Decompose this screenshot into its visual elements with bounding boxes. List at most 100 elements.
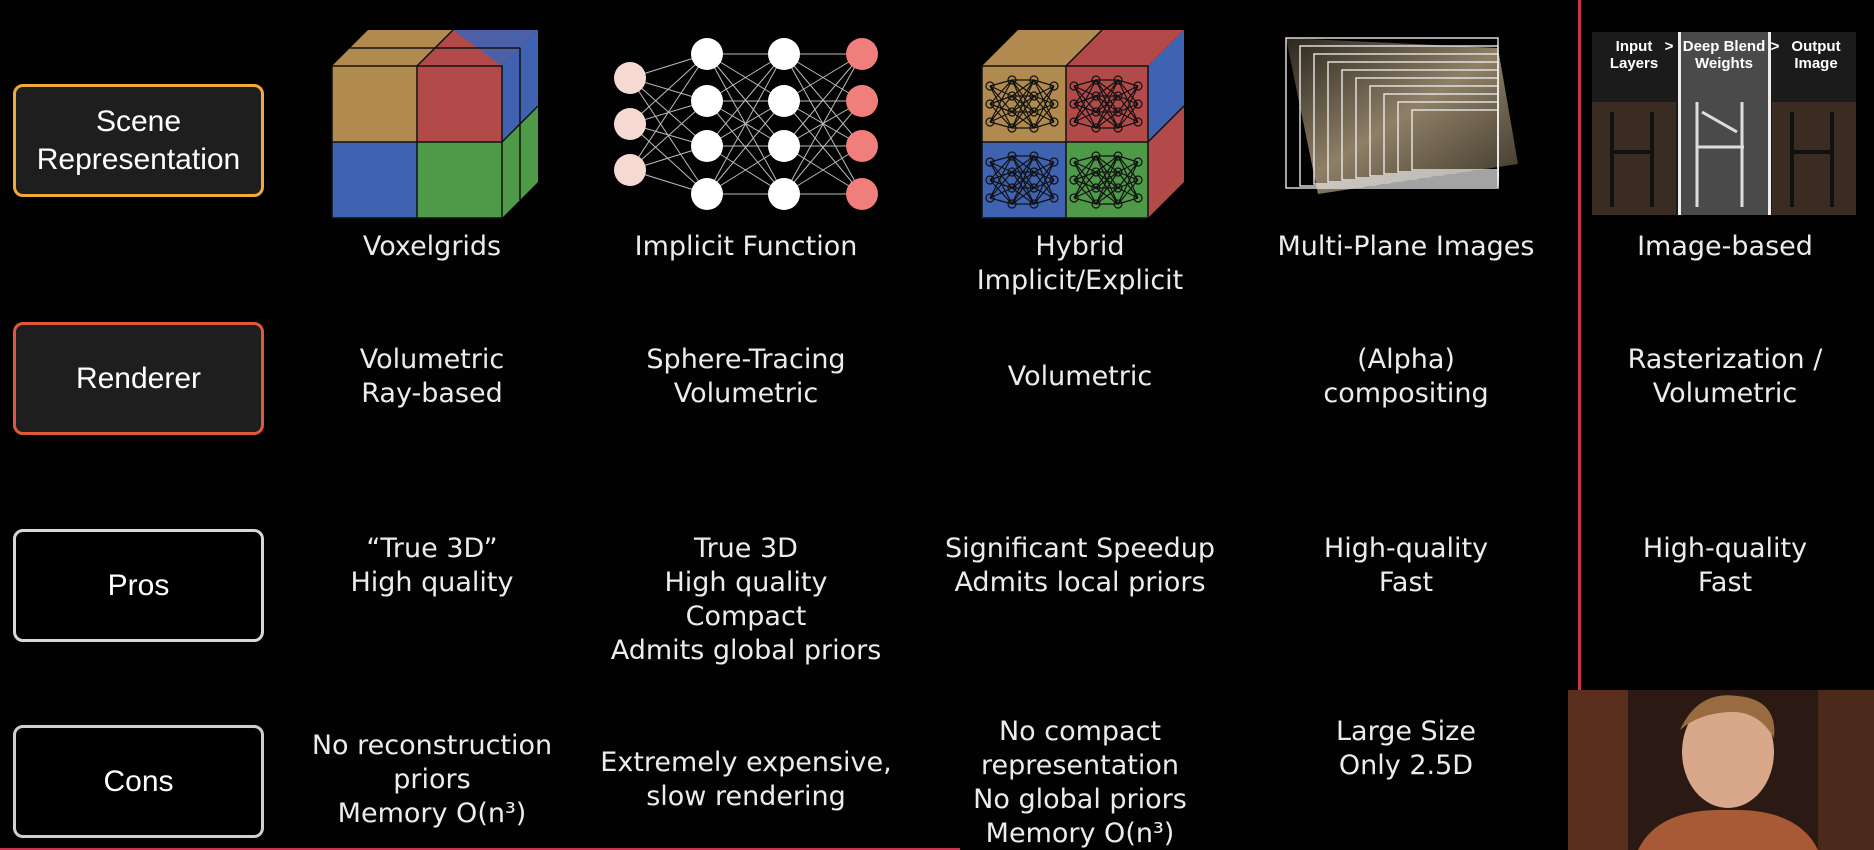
nn-node — [768, 130, 800, 162]
mini-net-edge — [1033, 161, 1055, 205]
mini-net-edge — [1073, 85, 1097, 129]
row-label-scene-representation: Scene Representation — [13, 84, 264, 197]
row-label-pros-text: Pros — [107, 568, 170, 602]
name-image-based: Image-based — [1565, 230, 1874, 264]
nn-node — [768, 38, 800, 70]
mini-net-edge — [1073, 103, 1097, 129]
hybrid-cube-icon — [981, 29, 1185, 219]
mini-net-node — [1113, 91, 1123, 101]
mini-net-edge — [1095, 171, 1119, 205]
mini-net-node — [985, 117, 995, 127]
mini-net-edge — [1033, 103, 1055, 129]
mini-net-node — [1069, 175, 1079, 185]
mini-net-node — [1007, 91, 1017, 101]
arrow-label: > — [1770, 38, 1780, 55]
mini-net-node — [1007, 151, 1017, 161]
mini-net-node — [1091, 123, 1101, 133]
cell-line: Sphere-Tracing — [646, 344, 846, 375]
cell-line: Significant Speedup — [945, 533, 1215, 564]
mini-net-edge — [989, 179, 1013, 205]
mini-net-node — [1069, 193, 1079, 203]
mini-net-node — [1007, 167, 1017, 177]
cell-line: Admits local priors — [954, 567, 1206, 598]
mini-net-node — [1091, 91, 1101, 101]
cell-line: Volumetric — [359, 344, 505, 375]
mini-net-node — [1133, 81, 1143, 91]
mini-net-edge — [1117, 103, 1139, 129]
mini-net-edge — [989, 161, 1013, 205]
mini-net-node — [1029, 199, 1039, 209]
mini-net-edge — [1011, 155, 1035, 189]
mini-net-node — [1049, 193, 1059, 203]
mini-net-node — [1029, 167, 1039, 177]
mini-net-node — [1091, 199, 1101, 209]
cell-line: compositing — [1323, 378, 1489, 409]
mini-net-edge — [989, 95, 1013, 123]
mini-net-edge — [1117, 85, 1139, 129]
nn-edge — [629, 123, 708, 195]
pros-voxelgrids: “True 3D”High quality — [272, 532, 592, 600]
mini-net-node — [1049, 81, 1059, 91]
mini-net-edge — [1033, 171, 1055, 199]
cell-line: Volumetric — [673, 378, 819, 409]
row-label-renderer: Renderer — [13, 322, 264, 435]
nn-node — [691, 38, 723, 70]
mini-net-edge — [1011, 95, 1035, 129]
mini-net-edge — [1073, 161, 1097, 205]
renderer-image-based: Rasterization /Volumetric — [1565, 343, 1874, 411]
nn-edge — [629, 53, 708, 171]
presenter-graphic — [1568, 690, 1874, 850]
mini-net-node — [1049, 117, 1059, 127]
nn-node — [768, 178, 800, 210]
output-image-label: Output Image — [1791, 38, 1841, 72]
row-label-pros: Pros — [13, 529, 264, 642]
image-based-photo-icon: Input Layers > Deep Blend Weights > Outp… — [1592, 32, 1856, 215]
mini-net-edge — [989, 103, 1013, 129]
cell-line: representation — [980, 750, 1180, 781]
deep-blend-weights-label: Deep Blend Weights — [1682, 38, 1766, 72]
image-plane — [1411, 109, 1499, 171]
mini-net-node — [985, 81, 995, 91]
mini-net-node — [1049, 99, 1059, 109]
mini-net-edge — [1073, 95, 1097, 123]
mini-net-edge — [1073, 161, 1097, 189]
mini-net-node — [1133, 175, 1143, 185]
nn-node — [614, 108, 646, 140]
mini-net-edge — [989, 79, 1013, 123]
mini-net-edge — [1117, 155, 1139, 199]
voxelgrid-cube-icon — [331, 29, 539, 219]
mini-net-edge — [1033, 79, 1055, 123]
mini-net-edge — [1073, 155, 1097, 181]
nn-edge — [706, 53, 785, 195]
mini-net-edge — [1073, 85, 1097, 113]
nn-node — [846, 85, 878, 117]
mini-net-edge — [1011, 155, 1035, 205]
nn-node — [846, 130, 878, 162]
mini-net-edge — [1073, 79, 1097, 123]
mini-net-edge — [989, 85, 1013, 129]
mini-net-node — [1113, 183, 1123, 193]
mini-net-edge — [1095, 79, 1119, 113]
mini-net-edge — [989, 161, 1013, 189]
mini-net-edge — [1117, 179, 1139, 205]
nn-edge — [783, 100, 863, 195]
mini-net-edge — [989, 155, 1013, 181]
mini-net-edge — [1073, 79, 1097, 105]
mini-net-edge — [989, 85, 1013, 113]
cell-line: Implicit/Explicit — [976, 265, 1184, 296]
nn-edge — [629, 53, 708, 125]
cell-line: Large Size — [1336, 716, 1476, 747]
mini-net-node — [1007, 107, 1017, 117]
cell-line: Memory O(n³) — [337, 798, 527, 829]
mini-net-edge — [989, 79, 1013, 105]
mini-net-edge — [1117, 79, 1139, 105]
mini-net-node — [1029, 107, 1039, 117]
nn-edge — [783, 53, 863, 195]
nn-node — [846, 38, 878, 70]
